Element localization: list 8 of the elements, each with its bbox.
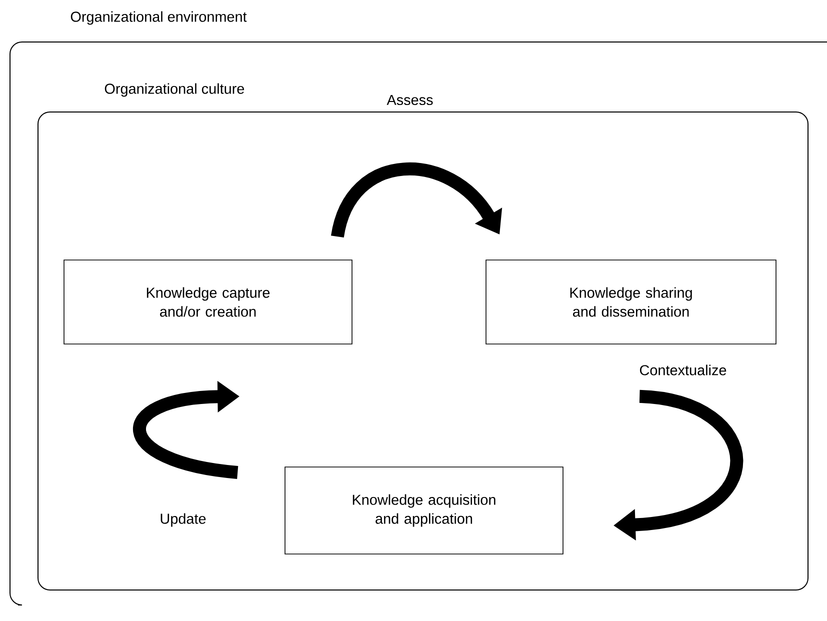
edge-label: Assess <box>386 94 434 106</box>
process-box: Knowledge sharing and dissemination <box>486 260 776 344</box>
process-box: Knowledge capture and/or creation <box>64 260 352 344</box>
edge-label: Update <box>158 512 208 528</box>
process-box: Knowledge acquisition and application <box>284 466 564 554</box>
edge-label: Contextualize <box>638 364 728 376</box>
node-label: Organizational culture <box>104 83 244 97</box>
curved-arrow <box>331 162 502 238</box>
